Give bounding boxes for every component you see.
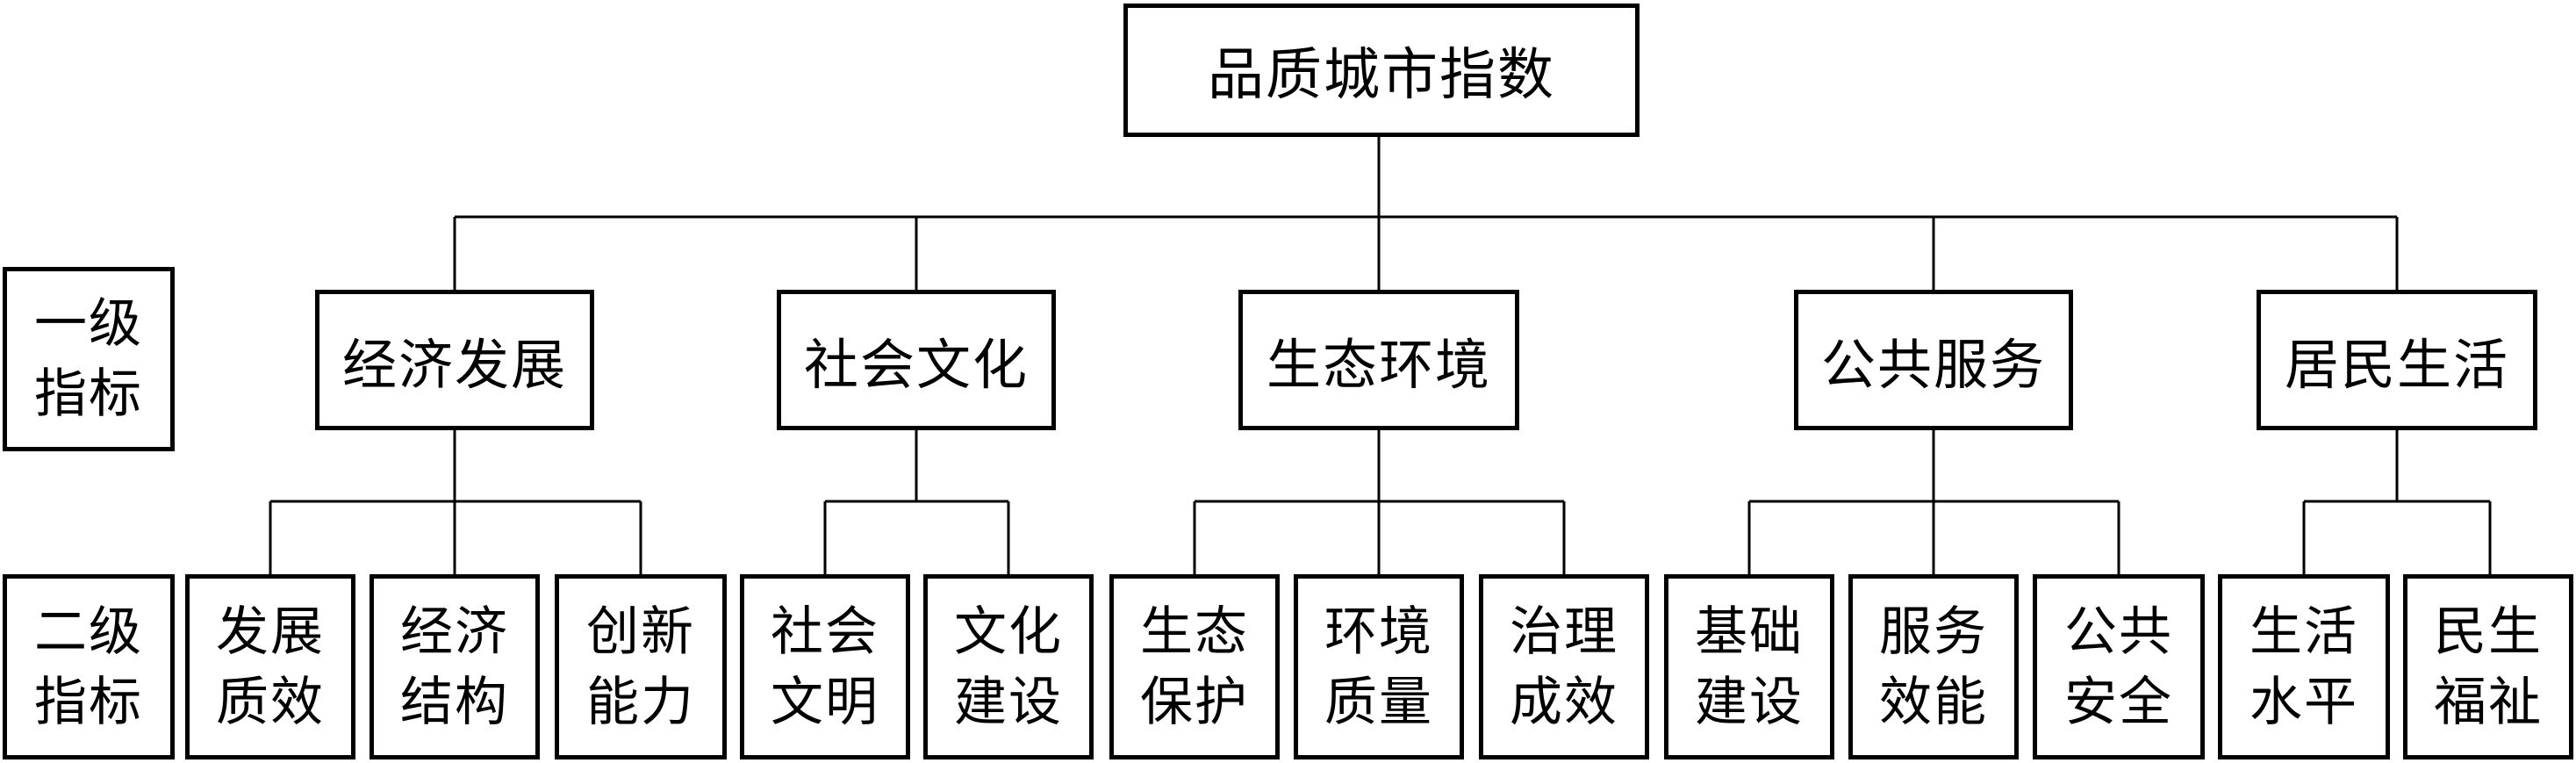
level2-line1: 基础	[1695, 601, 1804, 663]
level2-node: 发展质效	[185, 574, 355, 759]
level1-label: 居民生活	[2284, 333, 2509, 397]
level2-node: 民生福祉	[2403, 574, 2573, 759]
level1-node: 生态环境	[1238, 290, 1519, 430]
level2-node: 基础建设	[1664, 574, 1834, 759]
legend-level2: 二级 指标	[3, 574, 175, 759]
level2-node: 文化建设	[923, 574, 1094, 759]
level1-node: 社会文化	[777, 290, 1056, 430]
level2-line2: 福祉	[2434, 671, 2543, 733]
level2-node: 环境质量	[1294, 574, 1464, 759]
level2-line2: 水平	[2250, 671, 2358, 733]
root-node: 品质城市指数	[1123, 4, 1640, 137]
level2-line1: 治理	[1510, 601, 1618, 663]
root-label: 品质城市指数	[1208, 43, 1555, 108]
level2-node: 服务效能	[1848, 574, 2019, 759]
level2-line2: 成效	[1510, 671, 1618, 733]
legend-level2-line2: 指标	[34, 671, 143, 733]
legend-level1-line1: 一级	[34, 293, 143, 355]
level2-line1: 经济	[400, 601, 509, 663]
level2-line1: 生态	[1140, 601, 1249, 663]
level2-line1: 创新	[586, 601, 695, 663]
level2-line1: 民生	[2434, 601, 2543, 663]
level1-node: 居民生活	[2257, 290, 2537, 430]
level2-node: 治理成效	[1479, 574, 1649, 759]
level1-node: 公共服务	[1794, 290, 2073, 430]
level2-line2: 结构	[400, 671, 509, 733]
legend-level1: 一级 指标	[3, 267, 175, 451]
level2-line1: 服务	[1879, 601, 1988, 663]
level2-node: 经济结构	[370, 574, 540, 759]
level2-line1: 发展	[216, 601, 325, 663]
legend-level2-line1: 二级	[34, 601, 143, 663]
level2-line1: 生活	[2250, 601, 2358, 663]
level2-line2: 建设	[1695, 671, 1804, 733]
level2-line1: 公共	[2064, 601, 2173, 663]
level1-label: 生态环境	[1266, 333, 1491, 397]
level2-line1: 社会	[771, 601, 879, 663]
level2-node: 生活水平	[2218, 574, 2390, 759]
level2-line1: 环境	[1324, 601, 1433, 663]
level1-node: 经济发展	[315, 290, 594, 430]
level2-line2: 安全	[2064, 671, 2173, 733]
level2-line1: 文化	[954, 601, 1063, 663]
level2-node: 生态保护	[1109, 574, 1280, 759]
legend-level1-line2: 指标	[34, 364, 143, 425]
level1-label: 经济发展	[341, 333, 567, 397]
level2-line2: 效能	[1879, 671, 1988, 733]
level2-line2: 质效	[216, 671, 325, 733]
level2-line2: 质量	[1324, 671, 1433, 733]
level2-line2: 建设	[954, 671, 1063, 733]
level2-node: 公共安全	[2033, 574, 2205, 759]
level2-line2: 保护	[1140, 671, 1249, 733]
level2-line2: 能力	[586, 671, 695, 733]
level2-line2: 文明	[771, 671, 879, 733]
level1-label: 公共服务	[1820, 333, 2046, 397]
level2-node: 创新能力	[555, 574, 727, 759]
level2-node: 社会文明	[740, 574, 910, 759]
level1-label: 社会文化	[803, 333, 1029, 397]
